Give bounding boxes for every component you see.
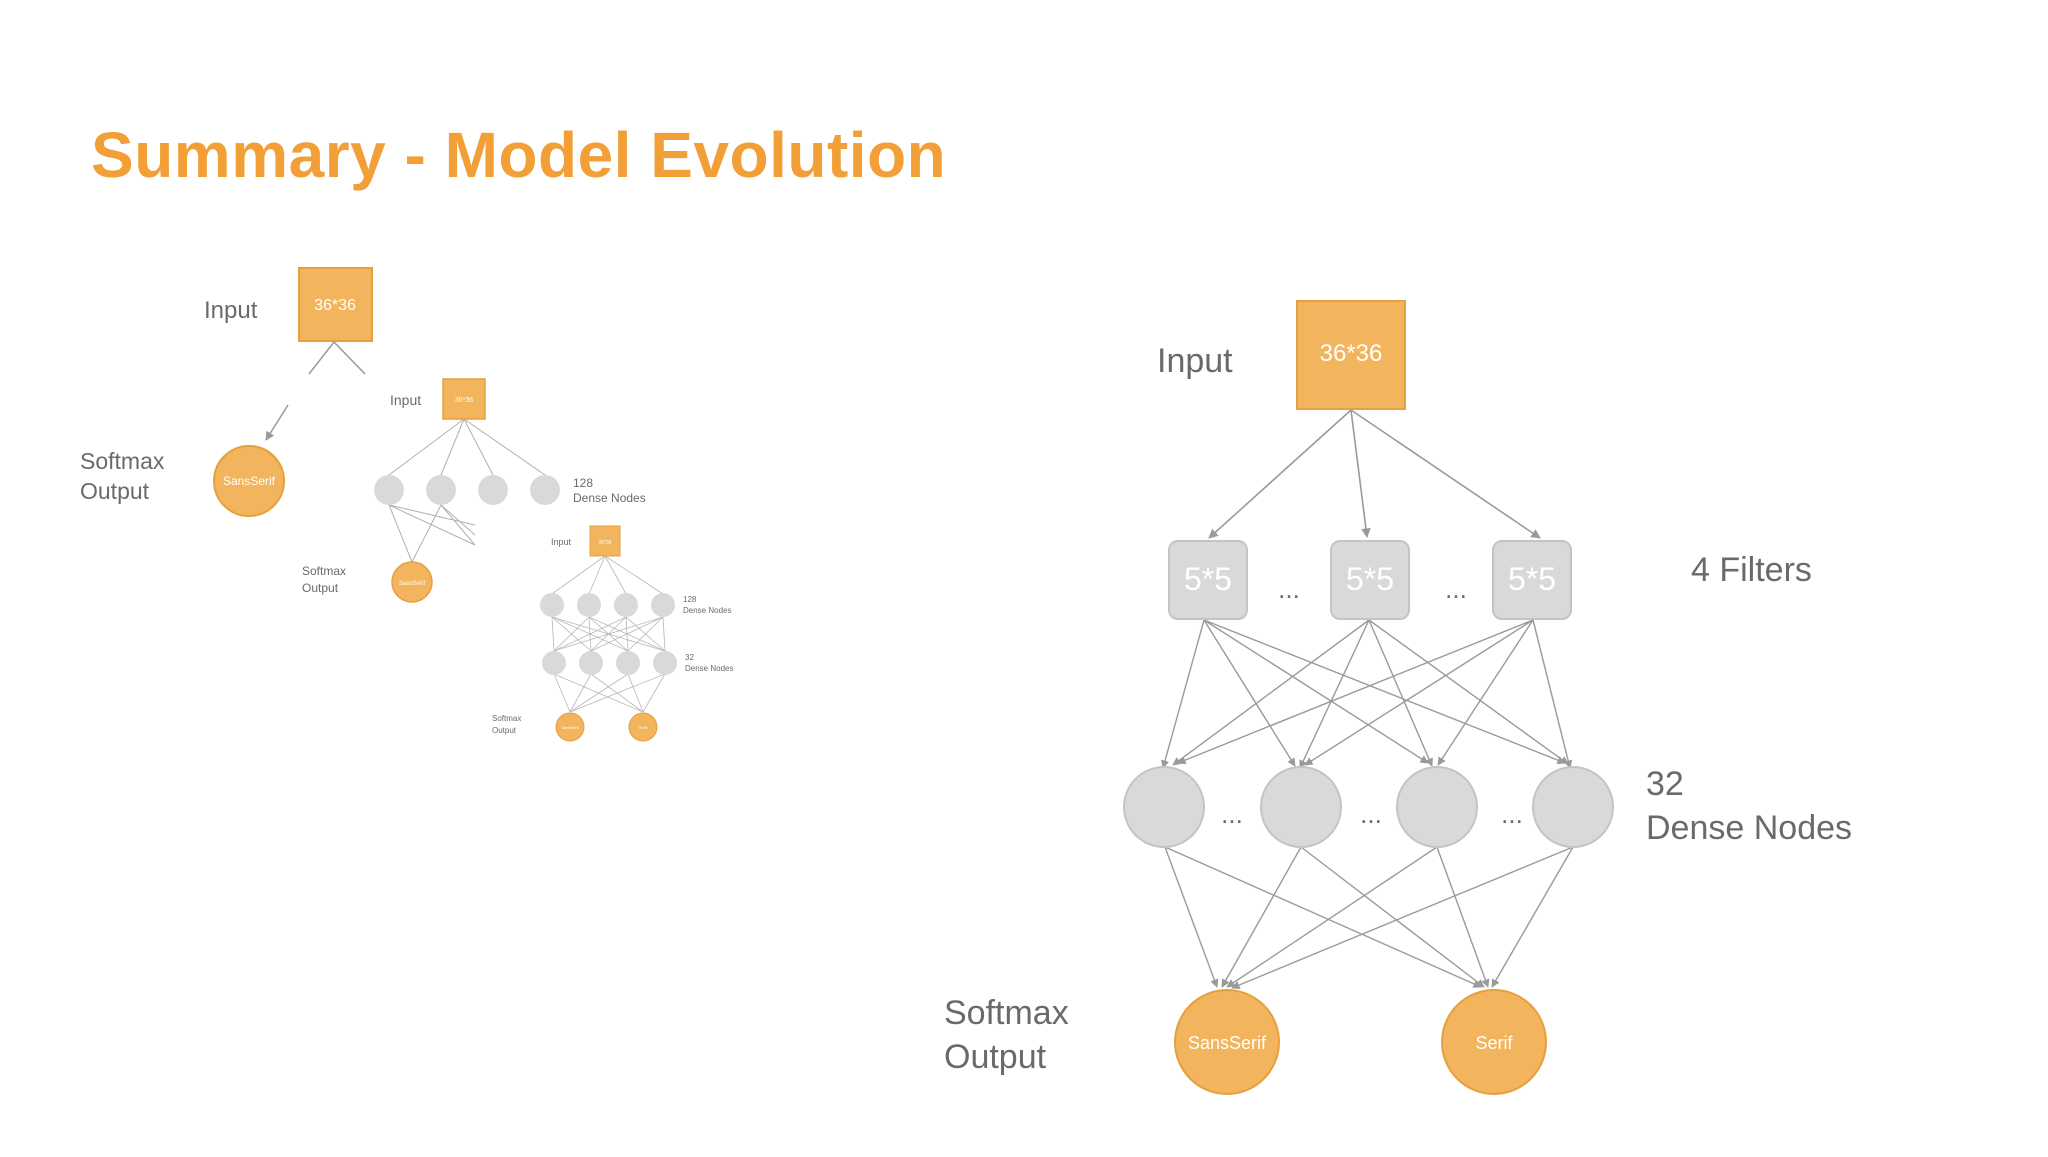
model-4-output-node-sansserif bbox=[1174, 989, 1280, 1095]
model-4-filter-2 bbox=[1330, 540, 1410, 620]
model-2-output-node-label: SansSerif bbox=[399, 581, 425, 587]
model-2-input-box-label: 36*36 bbox=[455, 397, 473, 404]
model-2: Input 36*36 128 Dense Nodes Softmax Outp… bbox=[302, 378, 646, 603]
model-2-output-node bbox=[391, 561, 433, 603]
model-3-dense1-label-line1: 128 bbox=[683, 595, 697, 604]
model-3-dense2-node bbox=[579, 651, 603, 675]
model-4-dense-label-line1: 32 bbox=[1646, 765, 1684, 803]
model-4-edges-dense-output bbox=[1164, 846, 1574, 989]
model-2-dense-node bbox=[426, 475, 456, 505]
model-3-dense2-node bbox=[653, 651, 677, 675]
model-3-dense1-node bbox=[577, 593, 601, 617]
model-3-input-label: Input bbox=[551, 537, 572, 547]
model-4-dense-node bbox=[1123, 766, 1205, 848]
model-4-filter-3 bbox=[1492, 540, 1572, 620]
model-2-dense-node bbox=[530, 475, 560, 505]
model-3-edges bbox=[551, 555, 666, 713]
model-1-output-label-line2: Output bbox=[80, 478, 150, 504]
model-4-dense-ellipsis-2: ... bbox=[1360, 799, 1382, 829]
model-1-edge bbox=[265, 404, 289, 441]
model-1-input-box bbox=[298, 267, 373, 342]
model-3: Input 36*36 128 Dense Nodes 32 Dense Nod… bbox=[492, 525, 733, 742]
model-3-output-node-sansserif bbox=[555, 712, 585, 742]
model-1-edge bbox=[333, 341, 366, 375]
model-1-input-label: Input bbox=[204, 297, 258, 324]
model-2-output-label-line2: Output bbox=[302, 581, 339, 595]
model-3-input-box bbox=[589, 525, 621, 557]
model-4-edges-input-filters bbox=[1208, 409, 1541, 539]
model-3-dense1-label-line2: Dense Nodes bbox=[683, 606, 731, 615]
model-1-edge bbox=[308, 341, 335, 375]
model-2-dense-label-line1: 128 bbox=[573, 476, 593, 490]
model-4-output-node-serif-label: Serif bbox=[1475, 1033, 1513, 1053]
model-1-output-label-line1: Softmax bbox=[80, 448, 165, 474]
model-3-dense2-node bbox=[616, 651, 640, 675]
model-3-output-node-serif bbox=[628, 712, 658, 742]
model-4-filters-label: 4 Filters bbox=[1691, 551, 1812, 589]
model-4-filter-ellipsis-1: ... bbox=[1278, 574, 1300, 604]
model-2-input-label: Input bbox=[390, 392, 421, 408]
model-4-filter-3-label: 5*5 bbox=[1508, 561, 1556, 597]
model-3-dense2-label-line2: Dense Nodes bbox=[685, 664, 733, 673]
model-3-dense1-node bbox=[651, 593, 675, 617]
model-1-input-box-label: 36*36 bbox=[314, 297, 356, 314]
model-4-dense-node bbox=[1260, 766, 1342, 848]
model-4-dense-ellipsis-1: ... bbox=[1221, 799, 1243, 829]
model-3-dense2-label-line1: 32 bbox=[685, 653, 694, 662]
model-2-input-box bbox=[442, 378, 486, 420]
model-4-dense-node bbox=[1532, 766, 1614, 848]
model-3-dense1-node bbox=[540, 593, 564, 617]
model-3-output-node-sansserif-label: SansSerif bbox=[561, 725, 579, 730]
model-2-dense-label-line2: Dense Nodes bbox=[573, 491, 646, 505]
model-1: Input 36*36 Softmax Output SansSerif bbox=[80, 267, 373, 517]
model-3-input-box-label: 36*36 bbox=[598, 540, 611, 546]
model-2-dense-node bbox=[374, 475, 404, 505]
model-1-output-node-label: SansSerif bbox=[223, 474, 276, 488]
model-4-dense-node bbox=[1396, 766, 1478, 848]
model-4-filter-1-label: 5*5 bbox=[1184, 561, 1232, 597]
model-3-output-label-line2: Output bbox=[492, 726, 517, 735]
model-4-output-label-line2: Output bbox=[944, 1038, 1047, 1076]
model-4-input-label: Input bbox=[1157, 342, 1233, 380]
slide-title: Summary - Model Evolution bbox=[91, 119, 947, 191]
model-2-edges bbox=[388, 418, 546, 563]
model-4-dense-ellipsis-3: ... bbox=[1501, 799, 1523, 829]
model-4-output-node-sansserif-label: SansSerif bbox=[1188, 1033, 1267, 1053]
model-3-output-label-line1: Softmax bbox=[492, 714, 521, 723]
model-3-dense2-node bbox=[542, 651, 566, 675]
model-4-input-box bbox=[1296, 300, 1406, 410]
model-3-output-node-serif-label: Serif bbox=[639, 725, 648, 730]
model-4: Input 36*36 5*5 ... 5*5 ... 5*5 4 Filter… bbox=[944, 300, 1852, 1095]
model-2-output-label-line1: Softmax bbox=[302, 564, 346, 578]
model-4-edges-filters-dense bbox=[1160, 619, 1573, 769]
model-3-dense1-node bbox=[614, 593, 638, 617]
model-4-input-box-label: 36*36 bbox=[1320, 340, 1383, 367]
model-4-output-label-line1: Softmax bbox=[944, 994, 1069, 1032]
model-4-dense-label-line2: Dense Nodes bbox=[1646, 809, 1852, 847]
model-2-dense-node bbox=[478, 475, 508, 505]
model-4-filter-ellipsis-2: ... bbox=[1445, 574, 1467, 604]
model-4-output-node-serif bbox=[1441, 989, 1547, 1095]
model-4-filter-1 bbox=[1168, 540, 1248, 620]
model-4-filter-2-label: 5*5 bbox=[1346, 561, 1394, 597]
model-1-output-node bbox=[213, 445, 285, 517]
